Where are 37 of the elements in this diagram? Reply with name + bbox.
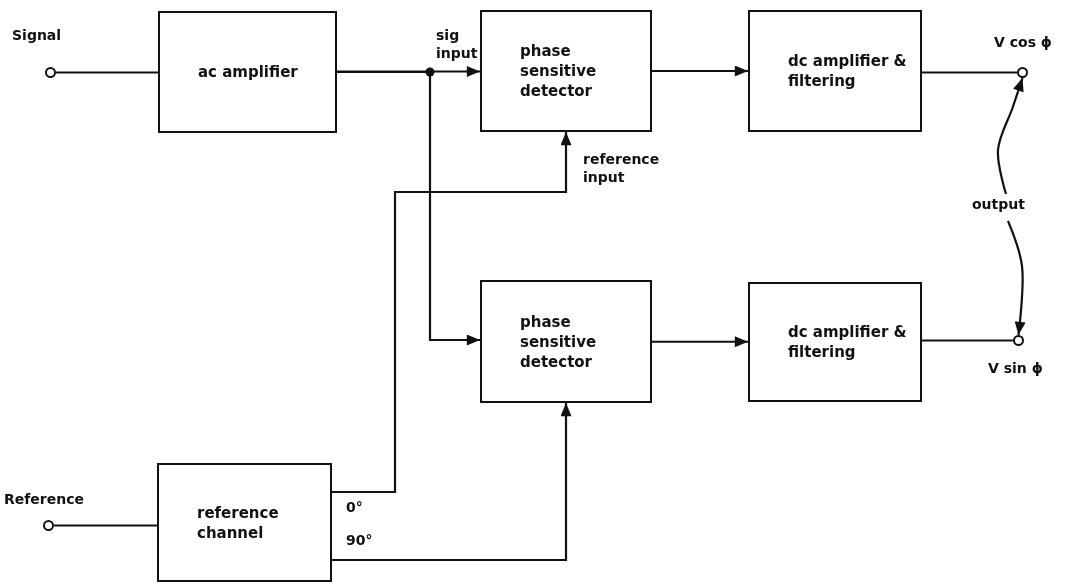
signal-line (337, 66, 480, 77)
signal-line (332, 403, 572, 562)
block-label: dc amplifier & filtering (788, 51, 908, 91)
signal-line (54, 524, 157, 527)
process-box (748, 10, 922, 132)
signal-line (56, 71, 158, 74)
block-label: reference channel (197, 502, 280, 543)
process-box (480, 280, 652, 403)
signal-line (652, 336, 748, 348)
block-label: phase sensitive detector (520, 311, 598, 372)
terminal-label: V sin ϕ (988, 359, 1043, 377)
curved-arrow (1007, 220, 1026, 336)
terminal-circle (45, 67, 56, 78)
port-label: sig input (436, 26, 479, 62)
terminal-circle (43, 520, 54, 531)
output-label: output (972, 196, 1026, 212)
terminal-circle (1013, 335, 1024, 346)
terminal-label: V cos ϕ (994, 33, 1052, 51)
port-label: 0° (346, 498, 363, 516)
process-box (157, 463, 332, 582)
port-label: reference input (583, 150, 661, 186)
terminal-label: Reference (4, 490, 85, 508)
curved-arrow (996, 77, 1024, 195)
process-box (480, 10, 652, 132)
signal-line (332, 132, 572, 494)
block-label: ac amplifier (198, 62, 299, 82)
process-box (748, 282, 922, 402)
signal-line (337, 70, 480, 346)
signal-line (922, 339, 1013, 342)
block-label: phase sensitive detector (520, 41, 598, 101)
block-label: dc amplifier & filtering (788, 322, 908, 362)
signal-line (652, 65, 748, 77)
port-label: 90° (346, 531, 373, 549)
terminal-circle (1017, 67, 1028, 78)
terminal-label: Signal (12, 26, 62, 44)
signal-line (922, 71, 1017, 74)
process-box (158, 11, 337, 133)
